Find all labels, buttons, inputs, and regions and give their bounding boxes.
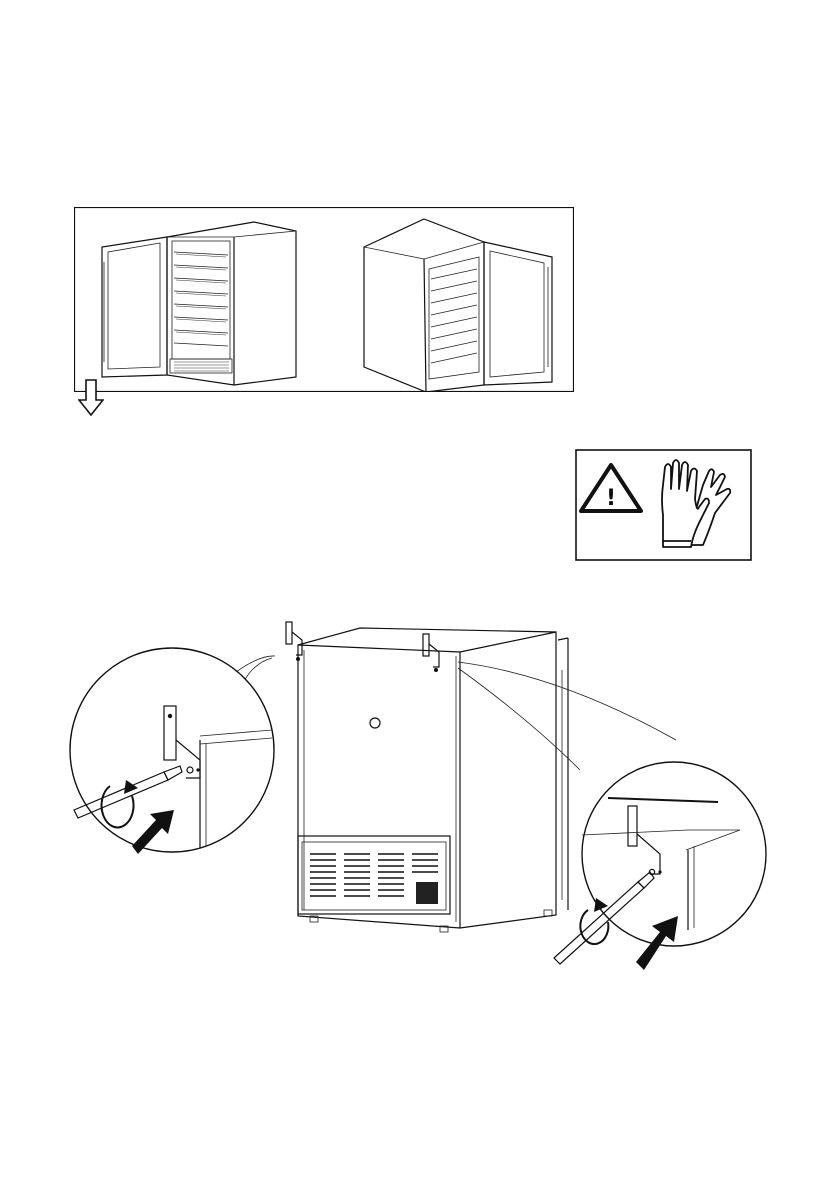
- down-arrow-icon: [78, 378, 104, 418]
- svg-text:!: !: [606, 486, 616, 511]
- bracket-screw-detail-left: [70, 648, 275, 854]
- bracket-screw-detail-right: [554, 762, 766, 970]
- bracket-removal-illustration: [60, 610, 780, 980]
- safety-notice-box: !: [575, 449, 752, 561]
- top-bracket-left: [286, 622, 302, 661]
- door-orientation-panel: [74, 207, 574, 392]
- cooler-rear-cabinet: [286, 622, 568, 932]
- top-bracket-right: [423, 634, 439, 672]
